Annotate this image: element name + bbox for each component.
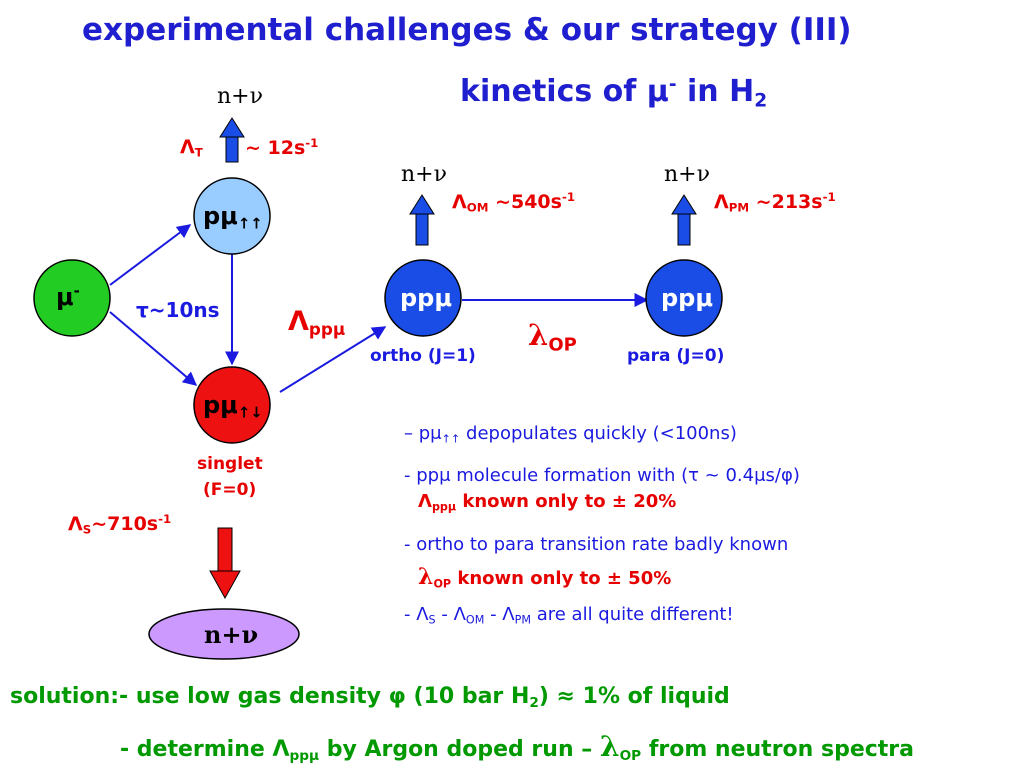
para-label: para (J=0): [627, 346, 725, 366]
page-subtitle: kinetics of μ- in H2: [460, 74, 767, 112]
subtitle-mid: in H: [676, 74, 755, 110]
mu-minus-node: [33, 259, 111, 337]
pmu-singlet-label: pμ↑↓: [203, 391, 263, 422]
blue-up-arrow-para: [671, 194, 697, 246]
n-nu-bottom-ellipse: [148, 608, 300, 660]
note-4: - ΛS - ΛOM - ΛPM are all quite different…: [404, 604, 734, 627]
n-nu-ortho: n+ν: [401, 162, 447, 187]
n-nu-bottom-label: n+ν: [204, 620, 259, 649]
ppmu-ortho-node: [384, 259, 462, 337]
blue-up-arrow-ortho: [409, 194, 435, 246]
ppmu-ortho-label: ppμ: [400, 284, 453, 312]
ppmu-para-node: [645, 259, 723, 337]
arrow-singlet-to-ortho: [279, 326, 387, 393]
red-down-arrow: [209, 527, 241, 600]
subtitle-sup: -: [668, 74, 677, 95]
singlet-label: singlet: [197, 454, 263, 474]
singlet-F-label: (F=0): [203, 480, 257, 500]
footer-line-1: solution:- use low gas density φ (10 bar…: [10, 684, 730, 712]
mu-minus-label: μ-: [56, 282, 80, 311]
lambda-S-label: ΛS~710s-1: [68, 512, 172, 537]
note-1: – pμ↑↑ depopulates quickly (<100ns): [404, 423, 737, 446]
subtitle-sub: 2: [754, 90, 768, 112]
subtitle-main: kinetics of μ: [460, 74, 669, 110]
ortho-label: ortho (J=1): [370, 346, 476, 366]
lambda-ppmu-label: Λppμ: [288, 306, 346, 340]
blue-up-arrow-triplet: [219, 117, 245, 163]
n-nu-top-left: n+ν: [217, 84, 263, 109]
note-3: - ortho to para transition rate badly kn…: [404, 534, 789, 555]
lambda-PM-label: ΛPM ~213s-1: [714, 190, 836, 215]
note-3b: λOP known only to ± 50%: [418, 564, 672, 591]
arrow-mu-to-singlet: [109, 311, 198, 386]
rate-T-label: ~ 12s-1: [245, 136, 319, 160]
n-nu-para: n+ν: [664, 162, 710, 187]
footer-line-2: - determine Λppμ by Argon doped run – λO…: [120, 730, 914, 765]
page-title: experimental challenges & our strategy (…: [82, 12, 852, 48]
pmu-triplet-label: pμ↑↑: [203, 202, 263, 233]
arrow-mu-to-triplet: [109, 224, 192, 286]
ppmu-para-label: ppμ: [661, 284, 714, 312]
pmu-triplet-node: [193, 177, 271, 255]
pmu-singlet-node: [193, 366, 271, 444]
lambda-T-label: ΛT: [180, 136, 203, 160]
note-2: - ppμ molecule formation with (τ ~ 0.4μs…: [404, 465, 800, 486]
note-2b: Λppμ known only to ± 20%: [418, 491, 677, 514]
lambda-OM-label: ΛOM ~540s-1: [452, 190, 576, 215]
tau-label: τ~10ns: [136, 298, 220, 322]
lambda-OP-label: λOP: [528, 318, 577, 356]
